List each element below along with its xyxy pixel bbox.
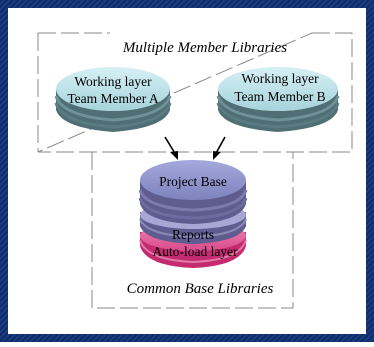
member-a-line1: Working layer bbox=[74, 74, 152, 89]
member-a-disk: Working layer Team Member A bbox=[54, 67, 172, 132]
reports-label: Reports bbox=[172, 227, 214, 242]
project-base-label: Project Base bbox=[159, 174, 227, 189]
member-a-line2: Team Member A bbox=[67, 91, 159, 106]
member-a-disk-ridge-1 bbox=[54, 95, 172, 122]
member-group-outline bbox=[37, 32, 353, 153]
arrow-a-head bbox=[170, 151, 178, 160]
autoload-ridge bbox=[139, 239, 247, 264]
arrows bbox=[164, 136, 226, 160]
base-libraries-group: Common Base Libraries bbox=[91, 152, 294, 309]
member-a-disk-ridge-2 bbox=[54, 102, 172, 129]
member-b-disk: Working layer Team Member B bbox=[216, 67, 340, 132]
base-group-outline bbox=[91, 152, 294, 309]
base-stack: Project Base Reports Auto-load layer bbox=[138, 160, 248, 268]
reports-ridge bbox=[139, 218, 247, 239]
member-b-disk-ridge-2 bbox=[216, 102, 340, 129]
base-group-title: Common Base Libraries bbox=[127, 281, 274, 297]
member-libraries-group: Multiple Member Libraries bbox=[37, 32, 353, 153]
member-group-title: Multiple Member Libraries bbox=[122, 40, 287, 56]
project-top bbox=[140, 160, 246, 200]
arrow-b-head bbox=[213, 151, 221, 160]
project-ridge-1 bbox=[138, 189, 248, 212]
member-b-line1: Working layer bbox=[241, 71, 319, 86]
member-b-line2: Team Member B bbox=[234, 89, 325, 104]
member-b-disk-ridge-1 bbox=[216, 95, 340, 122]
project-ridge-2 bbox=[138, 197, 248, 220]
member-b-disk-top bbox=[218, 67, 338, 111]
autoload-label: Auto-load layer bbox=[152, 244, 238, 259]
member-a-disk-top bbox=[56, 67, 170, 111]
